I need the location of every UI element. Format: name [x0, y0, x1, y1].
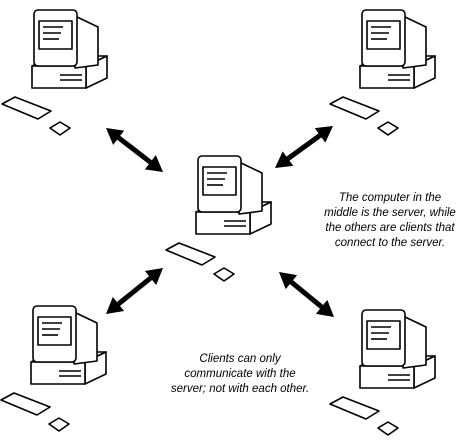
- arrow-shaft: [115, 134, 154, 166]
- desktop-computer-icon: [0, 305, 107, 432]
- arrowhead: [144, 155, 163, 172]
- computer-top-right: [329, 9, 436, 136]
- arrowhead: [144, 268, 163, 286]
- computer-bottom-right: [329, 309, 436, 436]
- caption-line: communicate with the: [184, 368, 296, 380]
- arrow-shaft: [284, 132, 324, 162]
- caption-line: the others are clients that: [325, 222, 455, 234]
- desktop-computer-icon: [329, 9, 436, 136]
- arrowhead: [106, 128, 125, 145]
- arrowhead: [315, 299, 334, 317]
- server-caption: The computer in the middle is the server…: [312, 191, 468, 251]
- caption-line: The computer in the: [338, 192, 442, 204]
- computer-top-left: [1, 9, 108, 136]
- connection-arrows: [106, 126, 334, 317]
- computer-server: [165, 155, 272, 282]
- arrow-shaft: [115, 274, 154, 308]
- clients-caption: Clients can only communicate with the se…: [160, 352, 320, 397]
- computer-bottom-left: [0, 305, 107, 432]
- arrow-shaft: [288, 278, 325, 311]
- arrowhead: [275, 151, 294, 168]
- caption-line: server; not with each other.: [170, 383, 310, 395]
- arrowhead: [106, 296, 125, 314]
- arrowhead: [314, 126, 333, 143]
- caption-line: Clients can only: [199, 353, 281, 365]
- desktop-computer-icon: [329, 309, 436, 436]
- desktop-computer-icon: [165, 155, 272, 282]
- arrowhead: [279, 272, 298, 290]
- caption-line: connect to the server.: [334, 237, 446, 249]
- desktop-computer-icon: [1, 9, 108, 136]
- caption-line: middle is the server, while: [324, 207, 456, 219]
